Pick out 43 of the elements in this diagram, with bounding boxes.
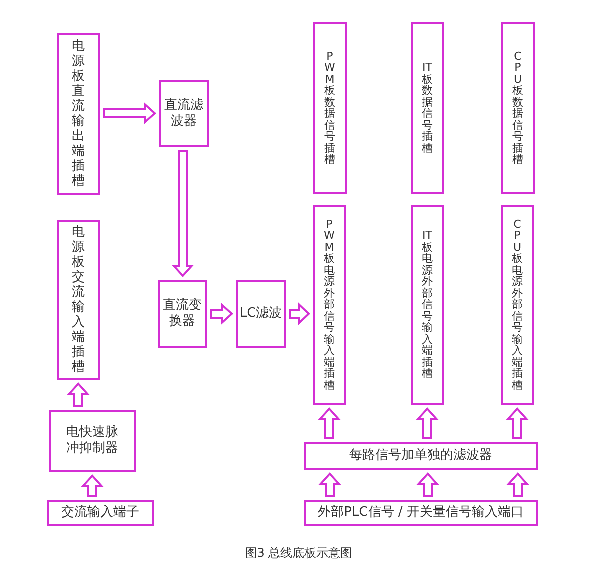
filter-box — [236, 280, 286, 348]
block-arrow — [506, 408, 529, 439]
slot-box — [501, 22, 535, 194]
slot-box — [57, 220, 100, 380]
block-arrow — [210, 302, 234, 326]
box-label: LC滤波 — [240, 306, 282, 322]
block-arrow — [416, 472, 440, 497]
block-arrow — [67, 382, 90, 407]
box-label: PWM板数据信号插槽 — [324, 50, 336, 166]
box-label: 电快速脉冲抑制器 — [66, 425, 120, 457]
box-label: 外部PLC信号 / 开关量信号输入端口 — [318, 505, 524, 521]
box-label: 直流变换器 — [162, 298, 202, 330]
converter-box — [158, 280, 207, 348]
slot-box — [411, 205, 444, 405]
slot-box — [57, 33, 100, 195]
slot-box — [411, 22, 444, 194]
box-label: 电源板交流输入端插槽 — [72, 225, 86, 375]
slot-box — [313, 205, 346, 405]
caption: 图3 总线底板示意图 — [244, 545, 354, 562]
block-arrow — [318, 408, 341, 439]
filter-box — [304, 442, 538, 470]
block-arrow — [81, 474, 104, 497]
box-label: IT板数据信号插槽 — [422, 62, 434, 154]
slot-box — [313, 22, 347, 194]
block-arrow — [289, 302, 310, 326]
box-label: CPU板电源外部信号输入端插槽 — [512, 218, 524, 392]
suppressor-box — [49, 410, 136, 472]
port-box — [304, 500, 538, 526]
box-label: 直流滤波器 — [164, 98, 204, 130]
block-arrow — [103, 102, 156, 125]
block-arrow — [172, 150, 194, 278]
filter-box — [159, 80, 209, 147]
terminal-box — [47, 500, 154, 526]
box-label: 电源板直流输出端插槽 — [72, 39, 86, 189]
box-label: CPU板数据信号插槽 — [512, 50, 524, 166]
block-arrow — [416, 408, 439, 439]
block-arrow — [506, 472, 530, 497]
box-label: 每路信号加单独的滤波器 — [350, 448, 492, 464]
slot-box — [501, 205, 534, 405]
box-label: PWM板电源外部信号输入端插槽 — [324, 218, 336, 392]
block-arrow — [318, 472, 342, 497]
box-label: 交流输入端子 — [62, 505, 140, 521]
box-label: IT板电源外部信号输入端插槽 — [422, 230, 434, 380]
